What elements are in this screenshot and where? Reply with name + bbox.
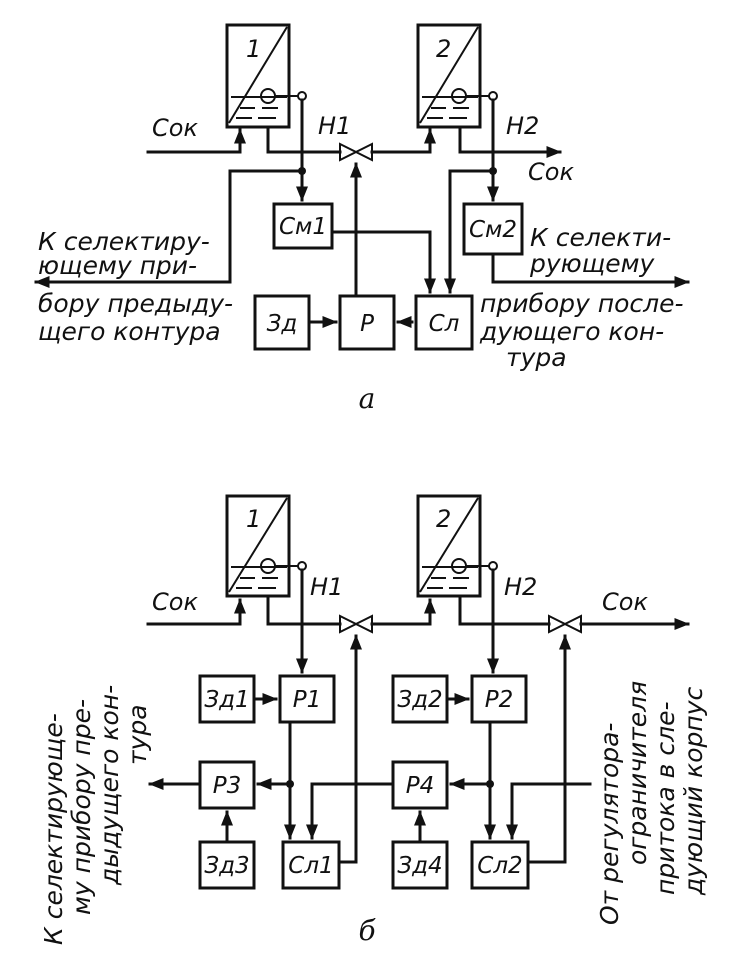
right-text-a: К селекти- рующему прибору после- дующег… bbox=[479, 223, 684, 372]
right-text-b: От регулятора- ограничителя притока в сл… bbox=[595, 681, 708, 925]
block-sl1: Сл1 bbox=[281, 840, 341, 890]
tank-2-b: 2 bbox=[416, 494, 498, 598]
outflow-label-a: Сок bbox=[528, 158, 574, 186]
svg-text:тура: тура bbox=[506, 343, 567, 372]
svg-text:прибору после-: прибору после- bbox=[480, 289, 684, 318]
svg-text:Р3: Р3 bbox=[213, 773, 242, 799]
block-zd-label: Зд bbox=[267, 311, 298, 337]
svg-text:Р1: Р1 bbox=[293, 687, 322, 713]
caption-b: б bbox=[358, 914, 376, 947]
diagram-b: 1 2 H1 H2 Сок bbox=[39, 494, 708, 947]
inflow-label-b: Сок bbox=[152, 588, 198, 616]
svg-text:К селектирующе-: К селектирующе- bbox=[39, 713, 68, 945]
block-sm1-label: См1 bbox=[279, 214, 327, 240]
level-h1-b: H1 bbox=[310, 573, 343, 601]
block-r3: Р3 bbox=[198, 760, 256, 810]
tank-2-b-number: 2 bbox=[436, 505, 451, 533]
block-zd3: Зд3 bbox=[198, 840, 256, 890]
svg-text:От регулятора-: От регулятора- bbox=[595, 723, 624, 925]
svg-text:дыдущего кон-: дыдущего кон- bbox=[95, 685, 124, 886]
block-zd4: Зд4 bbox=[391, 840, 449, 890]
svg-text:бору предыду-: бору предыду- bbox=[38, 289, 233, 318]
svg-text:Зд1: Зд1 bbox=[204, 687, 249, 713]
svg-text:дующий корпус: дующий корпус bbox=[679, 686, 708, 896]
block-zd: Зд bbox=[253, 294, 311, 351]
svg-text:Зд4: Зд4 bbox=[397, 853, 442, 879]
block-r4: Р4 bbox=[391, 760, 449, 810]
svg-text:дующего кон-: дующего кон- bbox=[479, 317, 664, 346]
block-zd1: Зд1 bbox=[198, 674, 256, 724]
block-sm2-label: См2 bbox=[469, 217, 517, 243]
left-text-a: К селектиру- ющему при- бору предыду- ще… bbox=[38, 227, 233, 346]
svg-text:рующему: рующему bbox=[529, 249, 655, 278]
tank-1-a-number: 1 bbox=[246, 35, 261, 63]
svg-text:Зд2: Зд2 bbox=[397, 687, 442, 713]
tank-2-a: 2 bbox=[416, 23, 498, 129]
svg-text:К селектиру-: К селектиру- bbox=[38, 227, 210, 256]
svg-text:ющему при-: ющему при- bbox=[38, 251, 197, 280]
caption-a: а bbox=[359, 382, 376, 415]
level-h2-a: H2 bbox=[506, 112, 539, 140]
inflow-label-a: Сок bbox=[152, 114, 198, 142]
block-sl: Сл bbox=[414, 294, 474, 351]
svg-text:Зд3: Зд3 bbox=[204, 853, 249, 879]
valve-b2 bbox=[548, 614, 582, 634]
diagram-a: 1 2 H1 H2 Сок Сок bbox=[34, 23, 690, 415]
svg-text:К селекти-: К селекти- bbox=[530, 223, 671, 252]
block-r1: Р1 bbox=[278, 674, 336, 724]
level-h2-b: H2 bbox=[504, 573, 537, 601]
svg-text:Сл1: Сл1 bbox=[288, 853, 333, 879]
block-r2: Р2 bbox=[470, 674, 528, 724]
svg-text:щего контура: щего контура bbox=[38, 317, 221, 346]
left-text-b: К селектирующе- му прибору пре- дыдущего… bbox=[39, 685, 152, 945]
block-sm1: См1 bbox=[272, 202, 334, 250]
svg-text:Р4: Р4 bbox=[406, 773, 435, 799]
svg-text:тура: тура bbox=[123, 704, 152, 765]
block-zd2: Зд2 bbox=[391, 674, 449, 724]
block-sl-label: Сл bbox=[429, 311, 460, 337]
outflow-label-b: Сок bbox=[602, 588, 648, 616]
svg-text:му прибору пре-: му прибору пре- bbox=[67, 699, 96, 915]
tank-1-b-number: 1 bbox=[246, 505, 261, 533]
block-r: Р bbox=[338, 294, 396, 351]
level-h1-a: H1 bbox=[318, 112, 351, 140]
block-sl2: Сл2 bbox=[470, 840, 530, 890]
svg-text:Р2: Р2 bbox=[485, 687, 514, 713]
valve-b1 bbox=[339, 614, 373, 634]
valve-a bbox=[339, 142, 373, 162]
block-r-label: Р bbox=[360, 311, 374, 337]
svg-text:притока в сле-: притока в сле- bbox=[651, 702, 680, 896]
tank-1-a: 1 bbox=[225, 23, 307, 129]
tank-1-b: 1 bbox=[225, 494, 307, 598]
svg-text:ограничителя: ограничителя bbox=[623, 681, 652, 865]
block-sm2: См2 bbox=[462, 202, 524, 256]
tank-2-a-number: 2 bbox=[436, 35, 451, 63]
svg-text:Сл2: Сл2 bbox=[477, 853, 522, 879]
